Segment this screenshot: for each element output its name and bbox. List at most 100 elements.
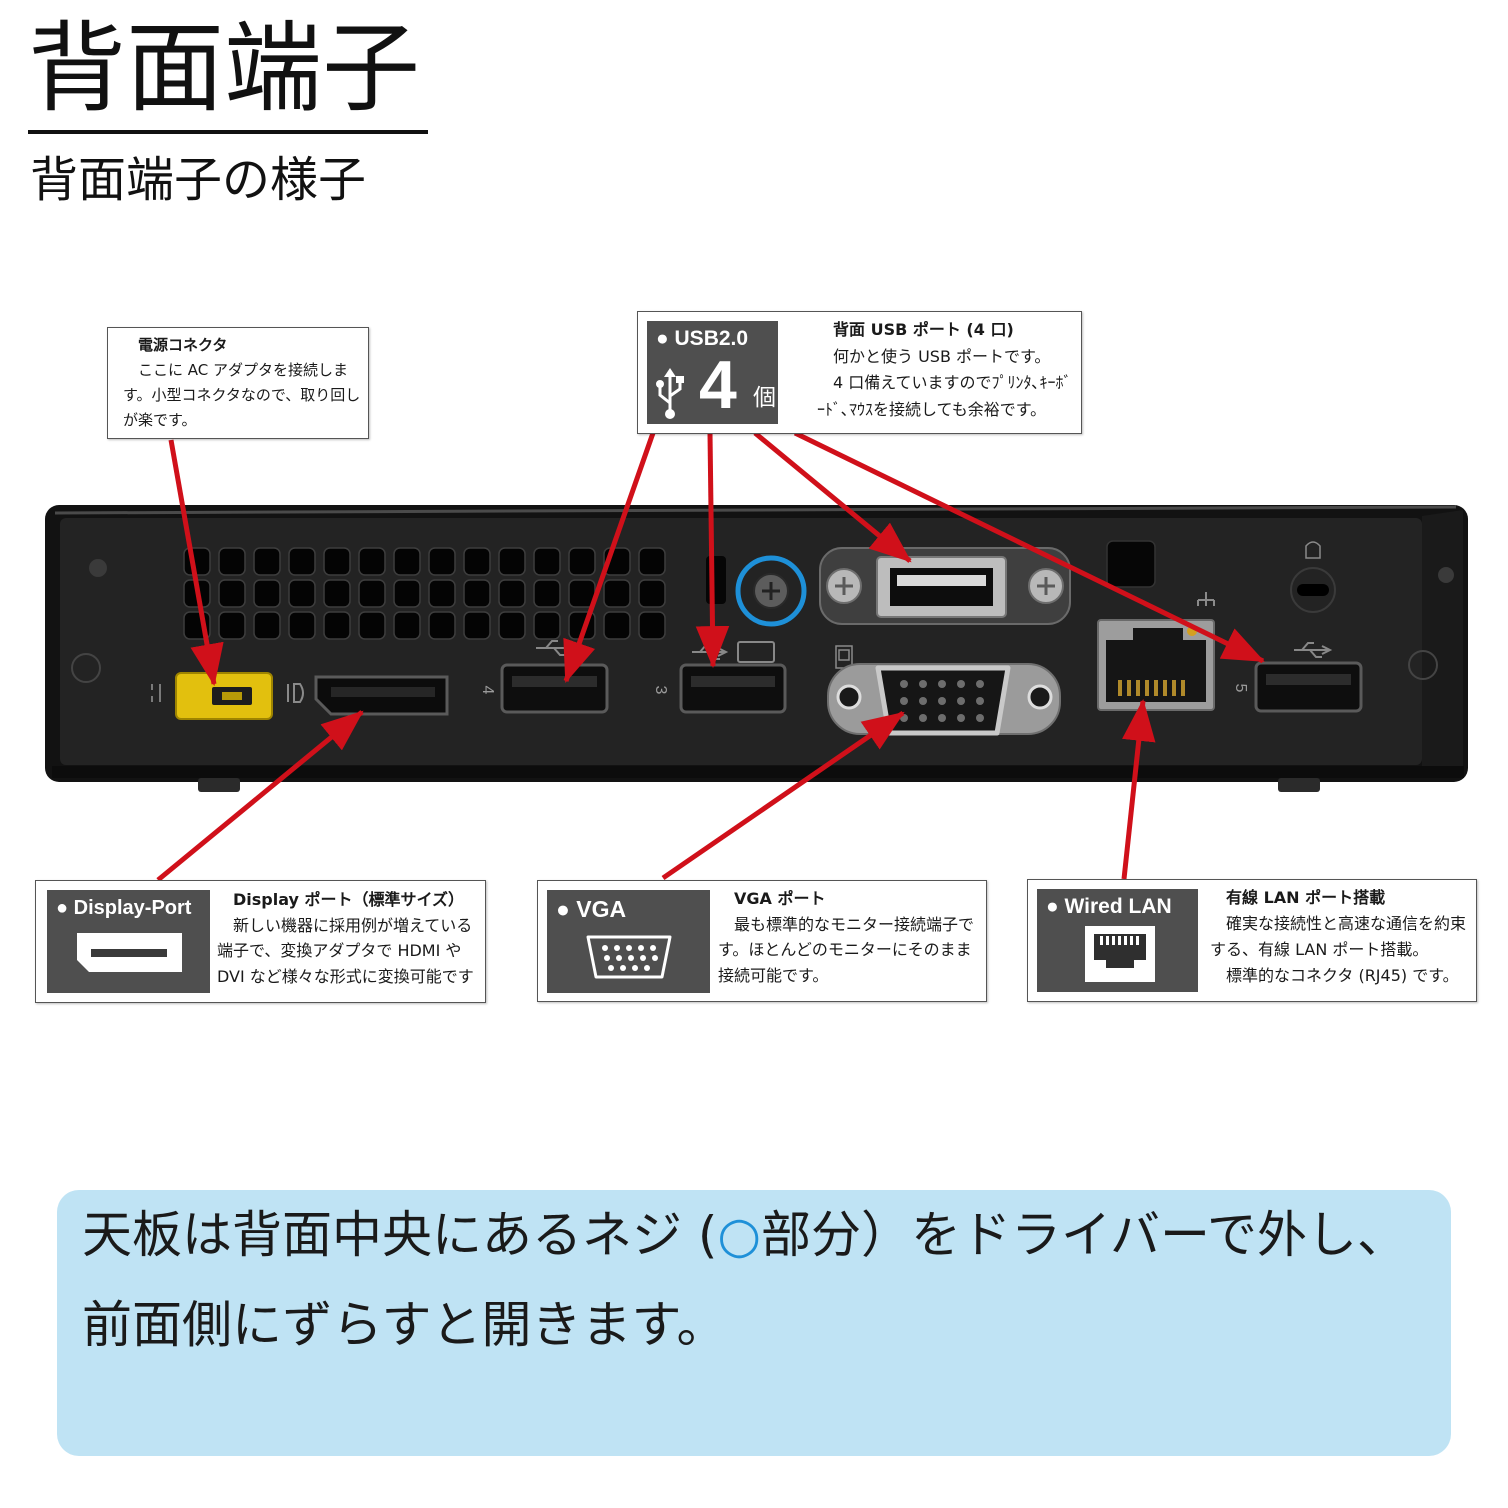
title-underline [28, 130, 428, 134]
arrow-power-connector [168, 439, 224, 687]
usb-socket [679, 663, 787, 714]
arrow-usb-port-3 [695, 432, 730, 669]
callout-line: 最も標準的なモニター接続端子で [718, 914, 975, 934]
callout-text: 背面 USB ポート (4 口) 何かと使う USB ポートです。 4 口備えて… [817, 317, 1071, 423]
usb-symbol-icon [1294, 642, 1333, 658]
callout-wired-lan: ● Wired LAN 有線 LAN ポート搭載 確実な接続性と高速な通信を約束… [1027, 879, 1477, 1002]
mount-hole-left [71, 653, 101, 683]
vga-badge-label: ● VGA [556, 896, 627, 922]
arrow-usb-port-5 [793, 430, 1265, 664]
power-connector-pin [222, 692, 242, 700]
usb-tongue [512, 676, 597, 687]
chassis-right-side [1422, 510, 1463, 774]
usb-socket [500, 663, 609, 714]
callout-title: Display ポート（標準サイズ） [233, 890, 465, 909]
ethernet-pins [1116, 680, 1188, 696]
usb-port-count-unit: 個 [753, 385, 776, 411]
screw-slot-icon [835, 577, 853, 595]
callout-title: 有線 LAN ポート搭載 [1226, 888, 1386, 907]
callout-line: す。小型コネクタなので、取り回し [123, 386, 361, 404]
arrow-usb-port-top [753, 431, 912, 563]
callout-line: DVI など様々な形式に変換可能です [217, 967, 474, 987]
callout-line: 標準的なコネクタ (RJ45) です。 [1210, 966, 1459, 985]
power-symbol-icon [151, 684, 161, 702]
note-line-2: 前面側にずらすと開きます。 [82, 1296, 727, 1354]
vga-standoff-right [1027, 684, 1053, 710]
lan-badge-label: ● Wired LAN [1046, 895, 1172, 918]
usb-socket [890, 568, 993, 606]
callout-title: VGA ポート [734, 889, 826, 908]
callout-line: する、有線 LAN ポート搭載。 [1210, 940, 1429, 959]
lock-icon [1305, 541, 1321, 559]
displayport-icon [77, 933, 182, 972]
usb-socket [1254, 661, 1363, 713]
usb-port-3 [679, 641, 787, 714]
chassis-top-bevel [54, 505, 1457, 515]
callout-line: 接続可能です。 [718, 966, 829, 986]
antenna-block [1106, 540, 1156, 588]
usb-tongue [1266, 674, 1351, 685]
lid-screw [753, 573, 789, 609]
lock-slot-opening [1297, 584, 1329, 596]
port-number-label: 3 [652, 686, 669, 695]
vga-standoff-left [836, 684, 862, 710]
page-subtitle: 背面端子の様子 [30, 152, 367, 208]
callout-text: 電源コネクタ ここに AC アダプタを接続しま す。小型コネクタなので、取り回し… [123, 333, 360, 433]
screw-slot-icon [1037, 577, 1055, 595]
port-number-label: 5 [1232, 684, 1249, 693]
usb-port-count: 4 [699, 347, 737, 423]
callout-line: 端子で、変換アダプタで HDMI や [217, 941, 462, 961]
foot-right [1278, 778, 1320, 792]
vga-badge: ● VGA [547, 890, 710, 993]
note-line-1: 天板は背面中央にあるネジ (○部分）をドライバーで外し、 [82, 1190, 1451, 1280]
network-icon [1197, 592, 1215, 606]
usb-badge: ● USB2.0 4 個 [647, 321, 778, 424]
chassis-bottom-lip [52, 766, 1464, 778]
callout-vga: ● VGA VGA ポート 最も標準的なモニター接続端子で す。ほとんどのモニタ… [537, 880, 987, 1002]
circle-marker-icon: ○ [717, 1206, 762, 1264]
port-number-label: 4 [479, 686, 496, 695]
foot-left [198, 778, 240, 792]
displayport-logo-icon [287, 683, 304, 703]
callout-line: 確実な接続性と高速な通信を約束 [1210, 914, 1467, 933]
arrow-displayport [156, 710, 364, 882]
callout-text: 有線 LAN ポート搭載 確実な接続性と高速な通信を約束 する、有線 LAN ポ… [1210, 885, 1466, 989]
displayport-tongue [331, 687, 435, 697]
lid-removal-note: 天板は背面中央にあるネジ (○部分）をドライバーで外し、 前面側にずらすと開きま… [57, 1190, 1451, 1456]
ethernet-icon [1085, 926, 1155, 982]
ethernet-latch-slot [1133, 628, 1183, 642]
usb-tongue [897, 575, 986, 586]
security-lock-slot [1290, 541, 1336, 613]
callout-line: 何かと使う USB ポートです。 [817, 346, 1051, 366]
callout-usb-ports: ● USB2.0 4 個 背面 USB ポート (4 口) 何かと使う USB … [637, 311, 1082, 434]
vent-grille [181, 546, 671, 642]
arrow-ethernet [1121, 698, 1156, 880]
callout-title: 電源コネクタ [138, 336, 228, 354]
callout-power-connector: 電源コネクタ ここに AC アダプタを接続しま す。小型コネクタなので、取り回し… [107, 327, 369, 439]
arrow-usb-port-4 [563, 432, 656, 683]
lan-badge: ● Wired LAN [1037, 889, 1198, 992]
usb-port-top [819, 547, 1071, 625]
callout-text: VGA ポート 最も標準的なモニター接続端子で す。ほとんどのモニターにそのまま… [718, 886, 974, 989]
mount-hole-top-left [89, 559, 107, 577]
callout-arrows [156, 430, 1265, 882]
mount-hole-right [1408, 650, 1438, 680]
vga-pins [895, 676, 990, 727]
displayport-badge: ● Display-Port [47, 890, 210, 993]
callout-line: 新しい機器に採用例が増えている [217, 915, 473, 935]
vga-icon [586, 935, 672, 979]
callout-line: す。ほとんどのモニターにそのまま [718, 940, 972, 960]
usb-symbol-icon [656, 368, 684, 419]
usb-port-5 [1254, 642, 1363, 713]
callout-displayport: ● Display-Port Display ポート（標準サイズ） 新しい機器に… [35, 880, 486, 1003]
screw-slot-icon [762, 582, 780, 600]
callout-line: ｰﾄﾞ､ﾏｳｽを接続しても余裕です。 [817, 399, 1047, 419]
mount-hole-top-right [1438, 567, 1454, 583]
usb-tongue [691, 676, 775, 687]
callout-line: 4 口備えていますのでﾌﾟﾘﾝﾀ､ｷｰﾎﾞ [817, 373, 1072, 392]
displayport-badge-label: ● Display-Port [56, 897, 192, 919]
note-text: 天板は背面中央にあるネジ ( [82, 1206, 718, 1264]
callout-text: Display ポート（標準サイズ） 新しい機器に採用例が増えている 端子で、変… [217, 887, 474, 990]
vent-slot [706, 556, 726, 604]
